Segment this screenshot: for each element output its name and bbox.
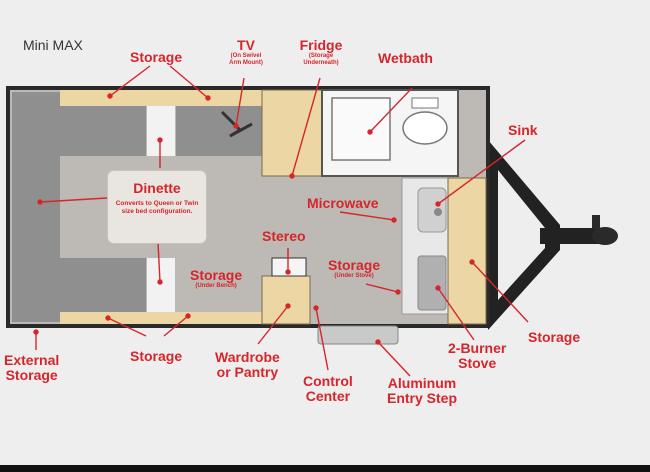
bottom-edge-bar xyxy=(0,465,650,472)
label-2-burner-stove-line2: Stove xyxy=(458,354,497,371)
label-tv-sub: (On Swivel Arm Mount) xyxy=(229,52,263,66)
top-storage-shelf xyxy=(60,90,262,106)
toilet-bowl xyxy=(402,111,448,145)
label-wardrobe-line2: or Pantry xyxy=(216,363,279,380)
label-stereo: Stereo xyxy=(262,228,306,244)
aluminum-entry-step xyxy=(317,325,399,345)
label-tv: TV (On Swivel Arm Mount) xyxy=(224,38,268,66)
label-dinette-sub: Converts to Queen or Twin size bed confi… xyxy=(115,200,199,216)
dinette-callout: Dinette Converts to Queen or Twin size b… xyxy=(107,170,207,244)
label-wetbath: Wetbath xyxy=(378,50,433,66)
wardrobe-cabinet xyxy=(261,275,311,325)
tv-cabinet xyxy=(176,106,262,156)
label-storage-bench-sub: (Under Bench) xyxy=(195,282,237,289)
label-control-center-line1: Control xyxy=(303,373,353,389)
label-control-center: Control Center xyxy=(303,374,353,403)
label-control-center-line2: Center xyxy=(305,387,351,404)
label-entry-step-line1: Aluminum xyxy=(387,375,457,391)
label-2-burner-stove-line1: 2-Burner xyxy=(448,340,507,356)
shower-pan xyxy=(331,97,391,161)
label-sink: Sink xyxy=(508,122,538,138)
label-storage-stove-text: Storage xyxy=(328,257,381,273)
label-tv-text: TV xyxy=(237,37,255,53)
rear-cushion xyxy=(12,92,60,322)
label-storage-stove: Storage (Under Stove) xyxy=(328,258,380,280)
label-fridge-text: Fridge xyxy=(299,37,343,53)
dinette-table-top xyxy=(147,106,175,156)
label-fridge-sub: (Storage Underneath) xyxy=(303,52,339,66)
dinette-back-cushion-bottom xyxy=(60,258,146,312)
label-microwave: Microwave xyxy=(307,195,379,211)
dinette-table-bottom xyxy=(147,258,175,312)
front-storage-cabinet xyxy=(447,177,487,325)
label-entry-step: Aluminum Entry Step xyxy=(387,376,457,405)
leader-lines xyxy=(33,65,529,377)
label-storage-tongue: Storage xyxy=(528,329,581,345)
label-storage-stove-sub: (Under Stove) xyxy=(334,272,374,279)
label-wardrobe-line1: Wardrobe xyxy=(215,349,280,365)
label-storage-bench-text: Storage xyxy=(190,267,243,283)
sink-drain xyxy=(434,208,442,216)
sink-basin xyxy=(417,187,447,233)
label-external-storage-line2: Storage xyxy=(5,366,58,383)
label-external-storage-line1: External xyxy=(4,352,60,368)
toilet-tank xyxy=(411,97,439,109)
label-fridge: Fridge (Storage Underneath) xyxy=(294,38,348,66)
label-wardrobe: Wardrobe or Pantry xyxy=(215,350,280,379)
label-storage-bottom: Storage xyxy=(130,348,183,364)
bottom-storage-shelf xyxy=(60,312,262,324)
label-2-burner-stove: 2-Burner Stove xyxy=(448,341,506,370)
trailer-tongue xyxy=(488,140,618,330)
tv-swivel-arm xyxy=(220,110,253,138)
label-dinette: Dinette xyxy=(133,180,181,196)
stove-top xyxy=(417,255,447,311)
diagram-title: Mini MAX xyxy=(23,37,83,53)
label-storage-bench: Storage (Under Bench) xyxy=(190,268,242,290)
label-external-storage: External Storage xyxy=(4,353,59,382)
stereo-unit xyxy=(271,257,307,277)
label-entry-step-line2: Entry Step xyxy=(387,389,458,406)
label-storage-top: Storage xyxy=(130,49,183,65)
dinette-back-cushion-top xyxy=(60,106,146,156)
